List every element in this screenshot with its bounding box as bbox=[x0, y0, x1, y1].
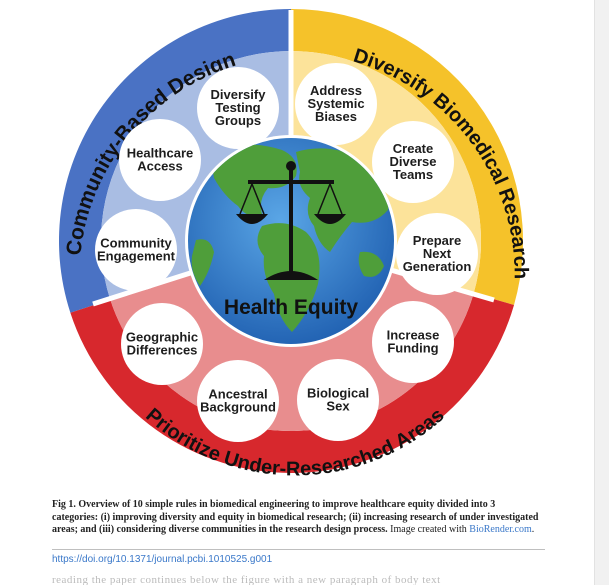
bubble-label: Generation bbox=[403, 259, 472, 274]
center-label: Health Equity bbox=[224, 296, 359, 319]
bubble-label: Biological bbox=[307, 386, 369, 401]
caption-lead: Fig 1. Overview of 10 simple rules in bi… bbox=[52, 499, 539, 535]
figure-graphic: Community-Based Design Diversify Biomedi… bbox=[58, 9, 532, 480]
bubble-label: Create bbox=[393, 141, 433, 156]
bubble-label: Geographic bbox=[126, 330, 198, 345]
bubble-label: Differences bbox=[127, 343, 198, 358]
rule-bubbles: DiversifyTestingGroupsHealthcareAccessCo… bbox=[95, 63, 478, 442]
bubble-circle bbox=[297, 359, 379, 441]
bubble-label: Prepare bbox=[413, 233, 461, 248]
bubble-label: Systemic bbox=[307, 96, 364, 111]
doi-link[interactable]: https://doi.org/10.1371/journal.pcbi.101… bbox=[52, 554, 273, 565]
scrollbar[interactable] bbox=[594, 0, 609, 585]
caption-tail: Image created with bbox=[387, 524, 470, 535]
balance-scale-icon bbox=[236, 161, 346, 280]
bubble-label: Engagement bbox=[97, 249, 176, 264]
outer-segment-2 bbox=[70, 293, 515, 473]
bubble-label: Next bbox=[423, 246, 452, 261]
bubble-label: Background bbox=[200, 400, 276, 415]
bubble-circle bbox=[295, 63, 377, 145]
outer-segment-1 bbox=[291, 9, 523, 305]
bubble-circle bbox=[372, 121, 454, 203]
globe-icon bbox=[185, 135, 397, 347]
biorender-link[interactable]: BioRender.com bbox=[469, 524, 532, 535]
bubble-label: Testing bbox=[215, 100, 260, 115]
bubble-circle bbox=[197, 360, 279, 442]
caption-end: . bbox=[531, 524, 535, 535]
bubble-label: Community bbox=[100, 236, 172, 251]
bubble-label: Access bbox=[137, 159, 183, 174]
bubble-label: Increase bbox=[387, 328, 440, 343]
bubble-label: Sex bbox=[326, 399, 350, 414]
bubble-circle bbox=[121, 303, 203, 385]
bubble-circle bbox=[95, 209, 177, 291]
outer-ring bbox=[58, 9, 523, 473]
bubble-circle bbox=[372, 301, 454, 383]
bubble-label: Healthcare bbox=[127, 146, 193, 161]
bubble-label: Ancestral bbox=[208, 387, 267, 402]
bubble-label: Diverse bbox=[390, 154, 437, 169]
figure-caption: Fig 1. Overview of 10 simple rules in bi… bbox=[52, 499, 542, 537]
bubble-label: Diversify bbox=[211, 87, 267, 102]
divider bbox=[52, 549, 545, 550]
bubble-label: Address bbox=[310, 83, 362, 98]
bubble-label: Groups bbox=[215, 113, 261, 128]
bubble-circle bbox=[396, 213, 478, 295]
bubble-label: Funding bbox=[387, 341, 438, 356]
bubble-circle bbox=[197, 67, 279, 149]
bubble-label: Biases bbox=[315, 109, 357, 124]
outer-segment-0 bbox=[58, 9, 292, 313]
body-text-fragment: reading the paper continues below the fi… bbox=[52, 574, 441, 585]
bubble-circle bbox=[119, 119, 201, 201]
bubble-label: Teams bbox=[393, 167, 433, 182]
